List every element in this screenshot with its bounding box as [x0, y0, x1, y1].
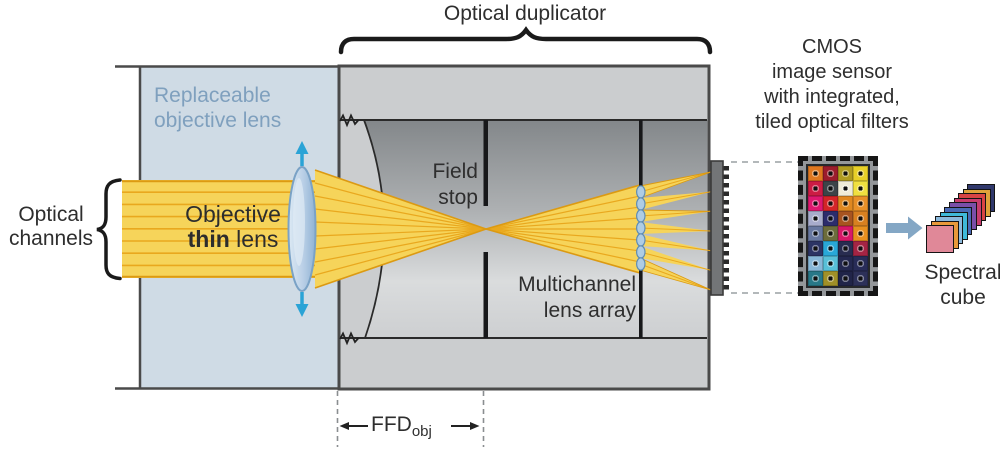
- filter-tile: [808, 226, 823, 241]
- ffd-label: FFDobj: [371, 413, 432, 440]
- objective-line2: thin lens: [168, 227, 298, 252]
- filter-tile: [823, 226, 838, 241]
- cube-slab: [926, 225, 954, 254]
- filter-tile: [853, 211, 868, 226]
- cmos-chip-graphic: [798, 156, 878, 296]
- projection-dashes: [731, 161, 799, 294]
- filter-tile: [823, 181, 838, 196]
- cmos-label-line2: image sensor: [771, 61, 893, 83]
- filter-tile: [823, 271, 838, 286]
- cmos-chip-grid: [806, 164, 870, 288]
- objective-thin-lens-graphic: [287, 166, 317, 292]
- ffd-dimension: [336, 391, 485, 447]
- multichannel-lens-array-bar: [635, 120, 646, 338]
- field-stop-line2: stop: [438, 186, 478, 209]
- filter-tile: [838, 166, 853, 181]
- filter-tile: [853, 241, 868, 256]
- filter-tile: [838, 271, 853, 286]
- ffd-sub: obj: [411, 423, 432, 441]
- filter-tile: [808, 181, 823, 196]
- filter-tile: [808, 271, 823, 286]
- filter-tile: [808, 241, 823, 256]
- field-stop-label: Field stop: [408, 159, 478, 211]
- objective-rest: lens: [229, 226, 279, 252]
- filter-tile: [823, 196, 838, 211]
- filter-tile: [808, 256, 823, 271]
- filter-tile: [853, 256, 868, 271]
- cmos-label-line1: CMOS: [802, 36, 862, 58]
- replaceable-line2: objective lens: [154, 109, 282, 132]
- optical-channels-line1: Optical: [18, 203, 84, 226]
- filter-tile: [838, 241, 853, 256]
- filter-tile: [853, 166, 868, 181]
- optical-channels-label: Optical channels: [1, 203, 101, 251]
- spectral-cube-line1: Spectral: [924, 261, 1000, 284]
- replaceable-objective-label: Replaceable objective lens: [154, 83, 281, 133]
- sensor-plate: [710, 160, 729, 296]
- optical-channels-line2: channels: [8, 227, 94, 250]
- multichannel-line2: lens array: [543, 299, 636, 322]
- thread-break-mark-bottom: [339, 331, 360, 346]
- spectral-cube-label: Spectral cube: [915, 260, 1000, 310]
- filter-tile: [853, 181, 868, 196]
- filter-tile: [838, 256, 853, 271]
- duplicator-brace: [338, 26, 713, 55]
- filter-tile: [838, 211, 853, 226]
- multichannel-line1: Multichannel: [518, 273, 636, 296]
- filter-tile: [838, 226, 853, 241]
- filter-tile: [808, 211, 823, 226]
- replaceable-line1: Replaceable: [154, 84, 271, 107]
- filter-tile: [853, 271, 868, 286]
- filter-tile: [853, 226, 868, 241]
- lens-shift-arrows: [295, 141, 309, 317]
- field-stop-aperture: [483, 120, 488, 338]
- cmos-label-line3: with integrated,: [764, 86, 900, 108]
- cmos-label-line4: tiled optical filters: [755, 111, 909, 133]
- objective-bold: thin: [187, 226, 230, 252]
- optical-duplicator-label: Optical duplicator: [443, 2, 607, 25]
- thread-break-mark-top: [339, 113, 360, 128]
- cmos-sensor-label: CMOS image sensor with integrated, tiled…: [741, 35, 923, 135]
- focused-bundles: [639, 171, 712, 291]
- beam-rays: [122, 169, 712, 291]
- spectral-cube-graphic: [926, 184, 996, 254]
- filter-tile: [853, 196, 868, 211]
- filter-tile: [823, 256, 838, 271]
- objective-line1: Objective: [185, 201, 281, 227]
- objective-thin-lens-label: Objective thin lens: [168, 202, 298, 252]
- ffd-main: FFD: [371, 413, 412, 436]
- field-stop-line1: Field: [432, 160, 478, 183]
- filter-tile: [823, 166, 838, 181]
- filter-tile: [838, 196, 853, 211]
- filter-tile: [808, 166, 823, 181]
- to-cube-arrow: [886, 216, 923, 240]
- optical-channels-brace: [96, 178, 122, 281]
- filter-tile: [823, 241, 838, 256]
- filter-tile: [838, 181, 853, 196]
- filter-tile: [823, 211, 838, 226]
- spectral-cube-line2: cube: [940, 286, 986, 309]
- filter-tile: [808, 196, 823, 211]
- multichannel-label: Multichannel lens array: [480, 272, 636, 324]
